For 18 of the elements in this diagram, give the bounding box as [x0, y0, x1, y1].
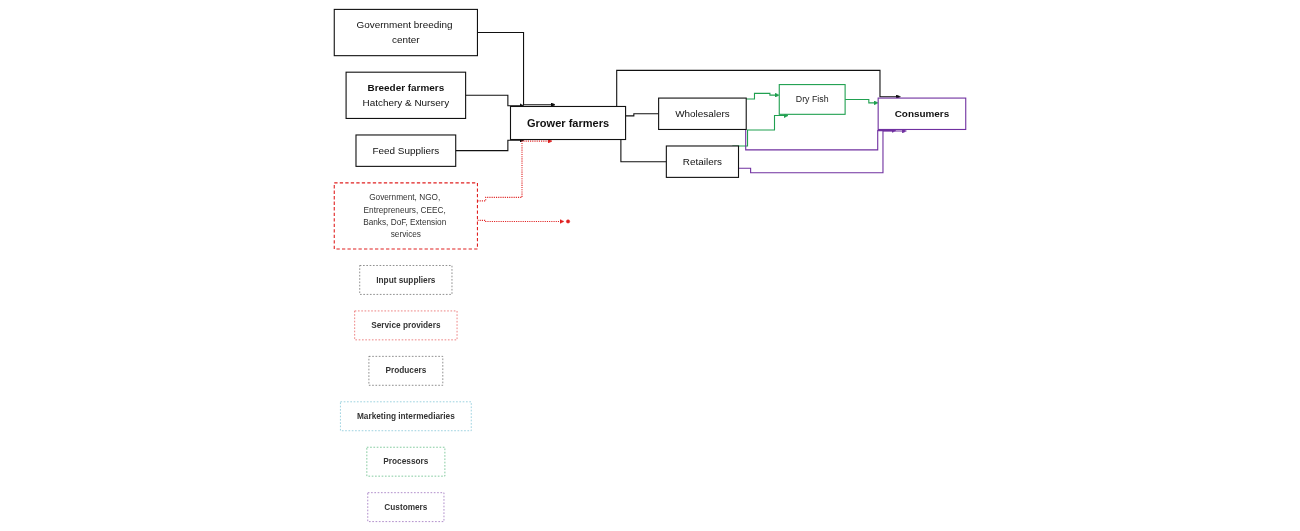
arrow [465, 94, 525, 109]
node-box: Marketing intermediaries [340, 401, 472, 431]
node-box: Consumers [877, 97, 967, 130]
node-box: Producers [368, 356, 444, 386]
node-box: Government, NGO, Entrepreneurs, CEEC, Banks, DoF, Extension services [333, 182, 478, 250]
arrow [455, 137, 525, 152]
node-box: Wholesalers [658, 97, 747, 130]
node-box: Breeder farmers Hatchery & Nursery [345, 71, 467, 119]
node-box: Input suppliers [359, 265, 453, 295]
node-box: Customers [367, 492, 445, 522]
node-box: Retailers [665, 145, 740, 178]
arrow [745, 92, 780, 100]
node-box: Service providers [354, 310, 458, 341]
node-box: Dry Fish [778, 84, 846, 115]
node-box: Grower farmers [509, 105, 627, 141]
node-box: Feed Suppliers [355, 134, 457, 167]
node-box: Government breeding center [333, 8, 478, 57]
node-box: Processors [366, 446, 446, 477]
